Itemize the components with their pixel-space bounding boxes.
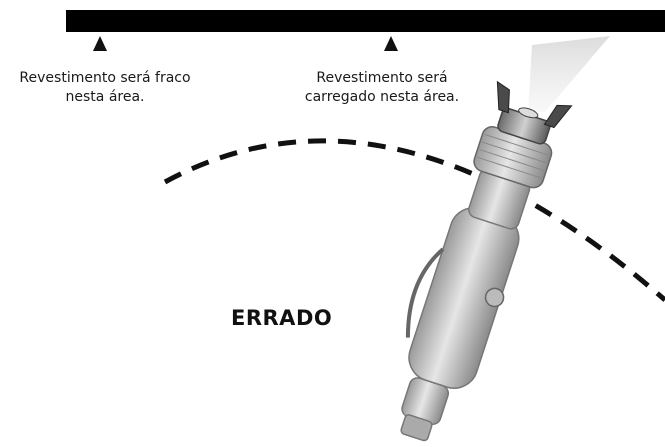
weak-coating-label: Revestimento será fraco nesta área. bbox=[8, 69, 202, 107]
weak-coating-label-line2: nesta área. bbox=[65, 89, 145, 105]
wrong-verdict-label: ERRADO bbox=[231, 306, 333, 330]
heavy-coating-label-line1: Revestimento será bbox=[316, 70, 448, 86]
weak-coating-label-line1: Revestimento será fraco bbox=[19, 70, 191, 86]
target-surface-bar bbox=[66, 10, 665, 32]
left-pointer-arrow-icon bbox=[93, 36, 107, 51]
center-pointer-arrow-icon bbox=[384, 36, 398, 51]
movement-arc bbox=[163, 138, 665, 302]
heavy-coating-label-line2: carregado nesta área. bbox=[304, 89, 460, 105]
heavy-coating-label: Revestimento será carregado nesta área. bbox=[298, 69, 466, 107]
spray-cone bbox=[528, 36, 610, 112]
spray-gun-icon bbox=[400, 80, 573, 442]
